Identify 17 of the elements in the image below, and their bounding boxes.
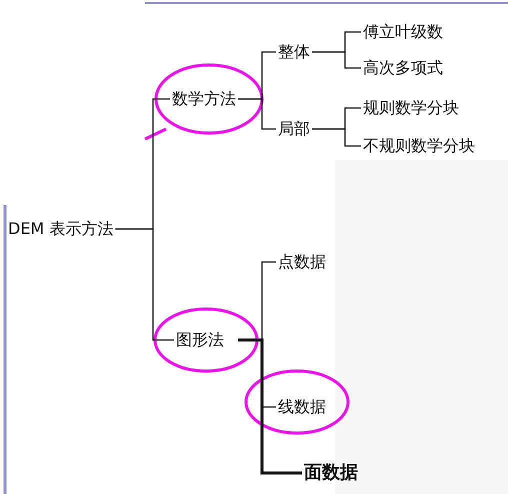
root-label: DEM 表示方法 bbox=[6, 219, 116, 239]
leaf-label: 不规则数学分块 bbox=[361, 136, 477, 156]
connector-line bbox=[238, 338, 302, 474]
branch-label: 局部 bbox=[276, 119, 312, 139]
leaf-label: 规则数学分块 bbox=[361, 98, 461, 118]
connector-line bbox=[312, 51, 361, 69]
branch-label: 整体 bbox=[276, 42, 312, 62]
connector-line bbox=[238, 98, 276, 130]
leaf-label: 线数据 bbox=[276, 397, 328, 417]
leaf-label: 高次多项式 bbox=[361, 58, 445, 78]
leaf-label: 傅立叶级数 bbox=[361, 22, 445, 42]
branch-label: 图形法 bbox=[174, 330, 226, 350]
branch-label: 数学方法 bbox=[170, 89, 238, 109]
leaf-label: 点数据 bbox=[276, 252, 328, 272]
connector-line bbox=[312, 128, 361, 147]
leaf-label: 面数据 bbox=[302, 463, 360, 483]
connector-line bbox=[115, 228, 174, 341]
